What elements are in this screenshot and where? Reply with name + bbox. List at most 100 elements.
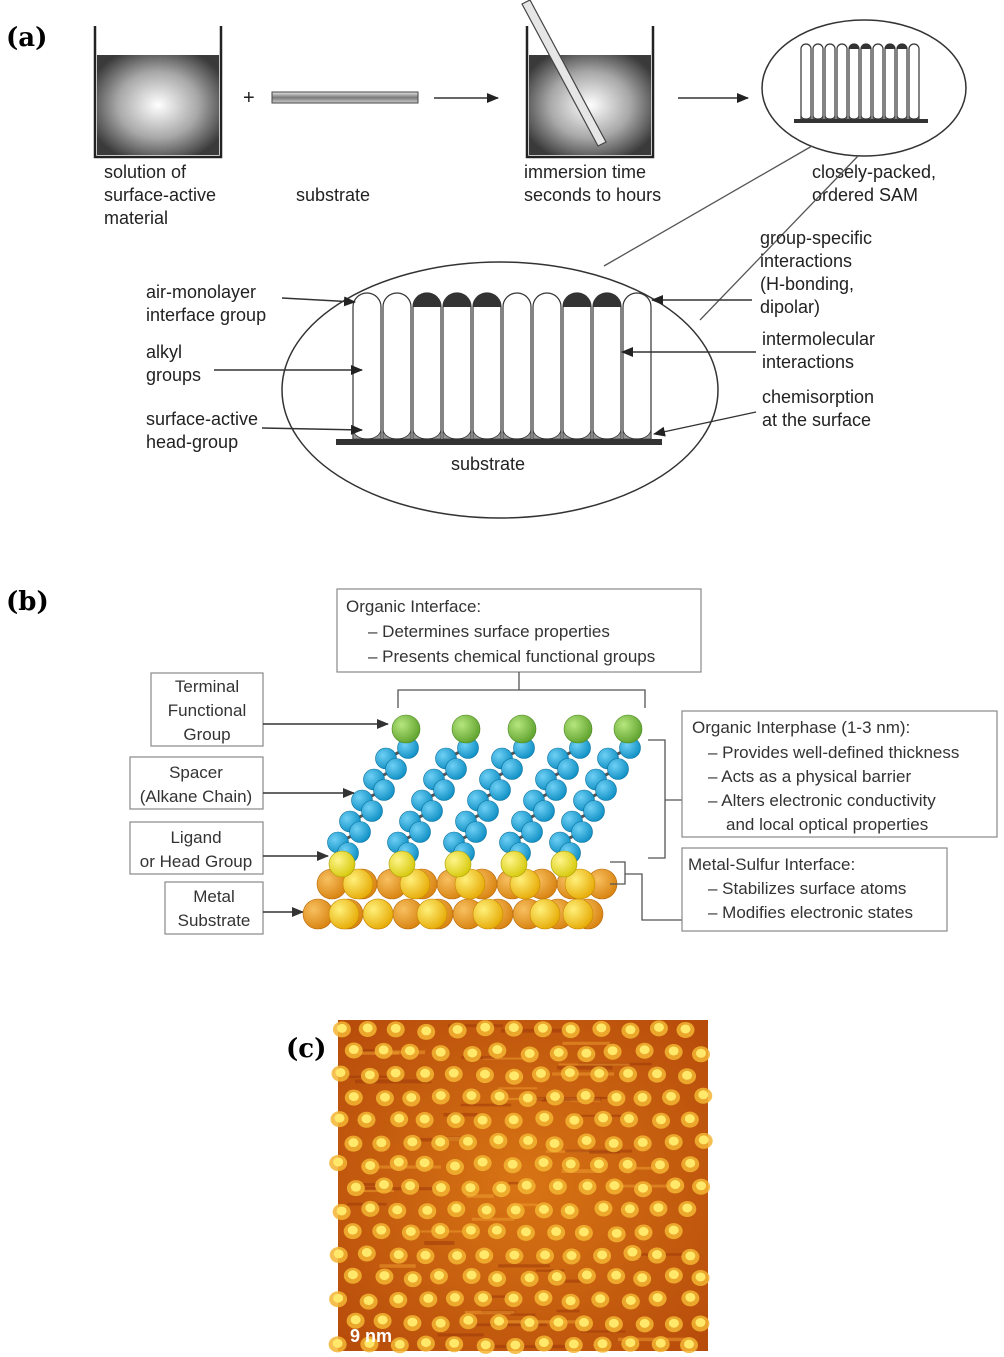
stm-molecule-spot-core	[393, 1250, 404, 1260]
stm-molecule-spot-core	[655, 1160, 666, 1170]
stm-molecule-spot-core	[593, 1159, 604, 1169]
solution-beaker	[93, 26, 223, 159]
carbon-atom	[445, 758, 467, 780]
carbon-atom	[521, 821, 543, 843]
stm-molecule-spot-core	[625, 1295, 636, 1305]
stm-molecule-spot-core	[564, 1068, 575, 1078]
stm-molecule-spot-core	[435, 1091, 446, 1101]
alkyl-label-2: groups	[146, 365, 201, 385]
head-group	[848, 114, 860, 120]
sam-small-molecules	[800, 43, 920, 120]
metal-atom-front	[342, 868, 374, 900]
alkyl-chain-tube	[884, 43, 896, 120]
stm-scan-streak	[589, 1096, 620, 1099]
solution-label-1: solution of	[104, 162, 187, 182]
head-group	[412, 428, 442, 440]
head-group	[382, 428, 412, 440]
stm-molecule-spot-core	[670, 1180, 681, 1190]
carbon-atom	[349, 821, 371, 843]
stm-molecule-spot-core	[551, 1227, 562, 1237]
stm-molecule-spot-core	[480, 1340, 491, 1350]
stm-scan-streak	[483, 1057, 529, 1060]
stm-molecule-spot-core	[436, 1183, 447, 1193]
stm-molecule-spot-core	[569, 1115, 580, 1125]
stm-molecule-spot-core	[682, 1203, 693, 1213]
stm-molecule-spot-core	[597, 1339, 608, 1349]
stm-molecule-spot-core	[350, 1182, 361, 1192]
carbon-atom	[385, 758, 407, 780]
stm-molecule-spot-core	[510, 1340, 521, 1350]
interface-group-cap	[473, 293, 501, 307]
stm-molecule-spot-core	[566, 1250, 577, 1260]
head-group-arrow	[261, 424, 363, 435]
stm-molecule-spot-core	[407, 1273, 418, 1283]
carbon-atom	[501, 758, 523, 780]
stm-image	[328, 1020, 713, 1354]
stm-molecule-spot-core	[668, 1318, 679, 1328]
carbon-atom	[477, 800, 499, 822]
organic-interphase-item-1: – Provides well-defined thickness	[708, 743, 959, 762]
stm-molecule-spot-core	[361, 1247, 372, 1257]
stm-scan-streak	[510, 1313, 536, 1316]
stm-molecule-spot-core	[578, 1317, 589, 1327]
alkyl-chain-tube	[592, 292, 622, 440]
interphase-bracket	[648, 739, 682, 859]
stm-scan-streak	[510, 1203, 538, 1207]
organic-interphase-item-3: – Alters electronic conductivity	[708, 791, 936, 810]
stm-molecule-spot-core	[523, 1135, 534, 1145]
stm-molecule-spot-core	[493, 1135, 504, 1145]
stm-molecule-spot-core	[698, 1135, 709, 1145]
stm-molecule-spot-core	[637, 1137, 648, 1147]
interface-group-cap	[849, 44, 859, 49]
stm-scan-streak	[580, 1330, 626, 1333]
group-specific-label-3: (H-bonding,	[760, 274, 854, 294]
stm-molecule-spot-core	[466, 1270, 477, 1280]
stm-molecule-spot-core	[509, 1250, 520, 1260]
stm-molecule-spot-core	[668, 1046, 679, 1056]
stm-molecule-spot-core	[538, 1157, 549, 1167]
stm-molecule-spot-core	[479, 1069, 490, 1079]
chemisorption-label-1: chemisorption	[762, 387, 874, 407]
interface-group-cap	[443, 293, 471, 307]
ligand-label-2: or Head Group	[140, 852, 252, 871]
stm-molecule-spot-core	[451, 1203, 462, 1213]
stm-molecule-spot-core	[595, 1294, 606, 1304]
stm-molecule-spot-core	[685, 1251, 696, 1261]
stm-molecule-spot-core	[653, 1203, 664, 1213]
terminal-group-atom	[563, 714, 593, 744]
chemisorption-arrow	[653, 411, 757, 437]
immersion-beaker	[521, 0, 655, 159]
stm-scan-streak	[552, 1072, 614, 1076]
metal-atom-front	[362, 898, 394, 930]
intermolecular-label-2: interactions	[762, 352, 854, 372]
stm-molecule-spot-core	[364, 1338, 375, 1348]
stm-molecule-spot-core	[539, 1112, 550, 1122]
stm-scan-streak	[558, 1063, 630, 1066]
immersion-label-2: seconds to hours	[524, 185, 661, 205]
stm-molecule-spot-core	[594, 1068, 605, 1078]
stm-molecule-spot-core	[524, 1273, 535, 1283]
terminal-group-atom	[391, 714, 421, 744]
terminal-group-atom	[451, 714, 481, 744]
stm-scan-streak	[498, 1087, 538, 1090]
terminal-group-box	[150, 672, 264, 747]
carbon-atom	[465, 821, 487, 843]
stm-scan-streak	[626, 1166, 659, 1170]
stm-molecule-spot-core	[452, 1250, 463, 1260]
stm-molecule-spot-core	[477, 1115, 488, 1125]
stm-molecule-spot-core	[538, 1292, 549, 1302]
stm-molecule-spot-core	[538, 1204, 549, 1214]
alkyl-chain-tube	[502, 292, 532, 440]
alkyl-chain-tube	[824, 43, 836, 120]
stm-molecule-spot-core	[333, 1157, 344, 1167]
metal-atom-front	[562, 898, 594, 930]
head-group	[442, 428, 472, 440]
stm-molecule-spot-core	[564, 1205, 575, 1215]
stm-molecule-spot-core	[652, 1293, 663, 1303]
stm-molecule-spot-core	[637, 1092, 648, 1102]
panel-c: (c) 9 nm	[286, 1020, 713, 1354]
stm-scan-streak	[589, 1150, 620, 1154]
stm-scan-streak	[379, 1264, 416, 1268]
stm-molecule-spot-core	[348, 1045, 359, 1055]
stm-molecule-spot-core	[553, 1317, 564, 1327]
